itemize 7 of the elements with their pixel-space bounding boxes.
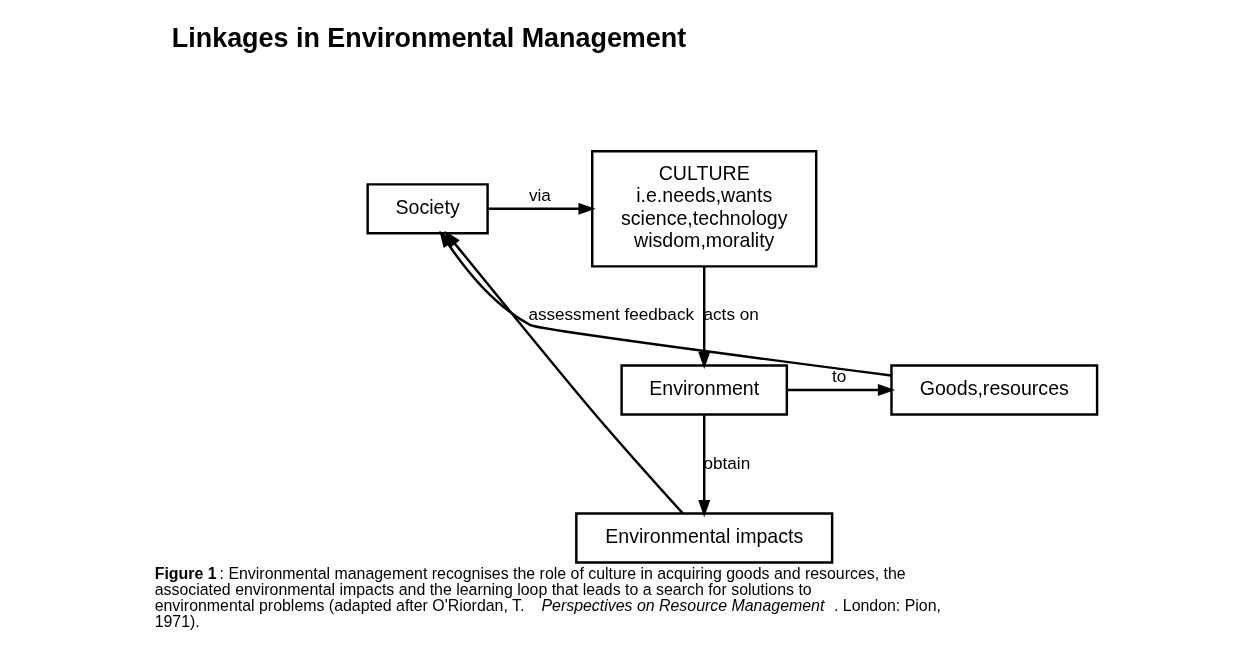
caption: Figure 1: Environmental management recognises the role of culture in acquiring goods and resources, the associated environmental impacts and the learning loop that leads to a search for solutions to environmental problems (adapted after O'Riordan, T. Perspectives on Resource Management. London: Pion, 1971). [154, 564, 941, 630]
edge-label: obtain [703, 452, 751, 473]
edge-label: acts on [703, 304, 759, 325]
edge-label: assessment feedback [528, 304, 695, 325]
diagram-title: Linkages in Environmental Management [171, 22, 687, 53]
edge-label: to [832, 365, 847, 386]
edge-label: via [528, 184, 551, 205]
